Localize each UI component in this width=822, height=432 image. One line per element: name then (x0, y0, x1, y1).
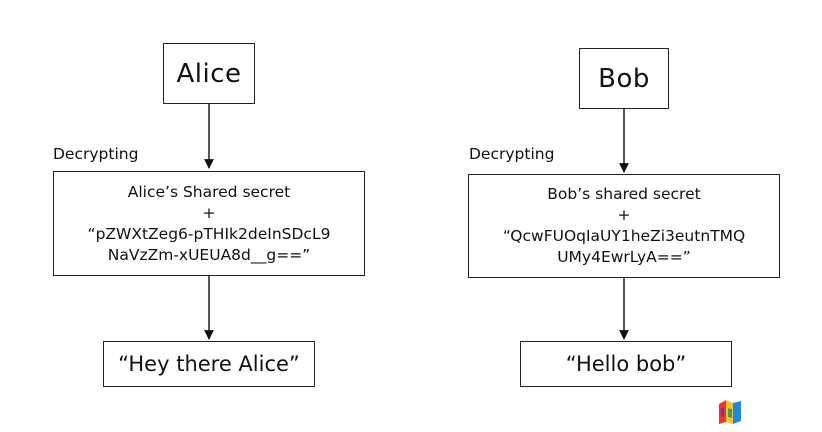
alice-step-label: Decrypting (53, 145, 139, 163)
alice-node: Alice (163, 43, 255, 104)
alice-result-text: “Hey there Alice” (118, 352, 300, 376)
bob-shared-secret-box: Bob’s shared secret + “QcwFUOqIaUY1heZi3… (468, 174, 780, 278)
alice-shared-secret-box: Alice’s Shared secret + “pZWXtZeg6-pTHIk… (53, 171, 365, 276)
bob-title: Bob (598, 63, 650, 94)
bob-node: Bob (579, 48, 669, 109)
bob-result-box: “Hello bob” (520, 341, 732, 387)
bob-key-line-1: “QcwFUOqIaUY1heZi3eutnTMQ (502, 227, 746, 245)
bob-result-text: “Hello bob” (565, 352, 687, 376)
colorful-cube-logo-icon (719, 400, 741, 424)
bob-step-label: Decrypting (469, 145, 555, 163)
alice-title: Alice (176, 58, 242, 89)
alice-result-box: “Hey there Alice” (103, 341, 315, 387)
bob-plus-sign: + (617, 206, 631, 224)
alice-key-line-1: “pZWXtZeg6-pTHIk2deInSDcL9 (87, 224, 331, 243)
bob-secret-heading: Bob’s shared secret (547, 185, 701, 203)
alice-plus-sign: + (202, 203, 216, 222)
alice-secret-heading: Alice’s Shared secret (127, 182, 291, 201)
alice-key-line-2: NaVzZm-xUEUA8d__g==” (107, 245, 311, 264)
bob-key-line-2: UMy4EwrLyA==” (557, 248, 691, 266)
